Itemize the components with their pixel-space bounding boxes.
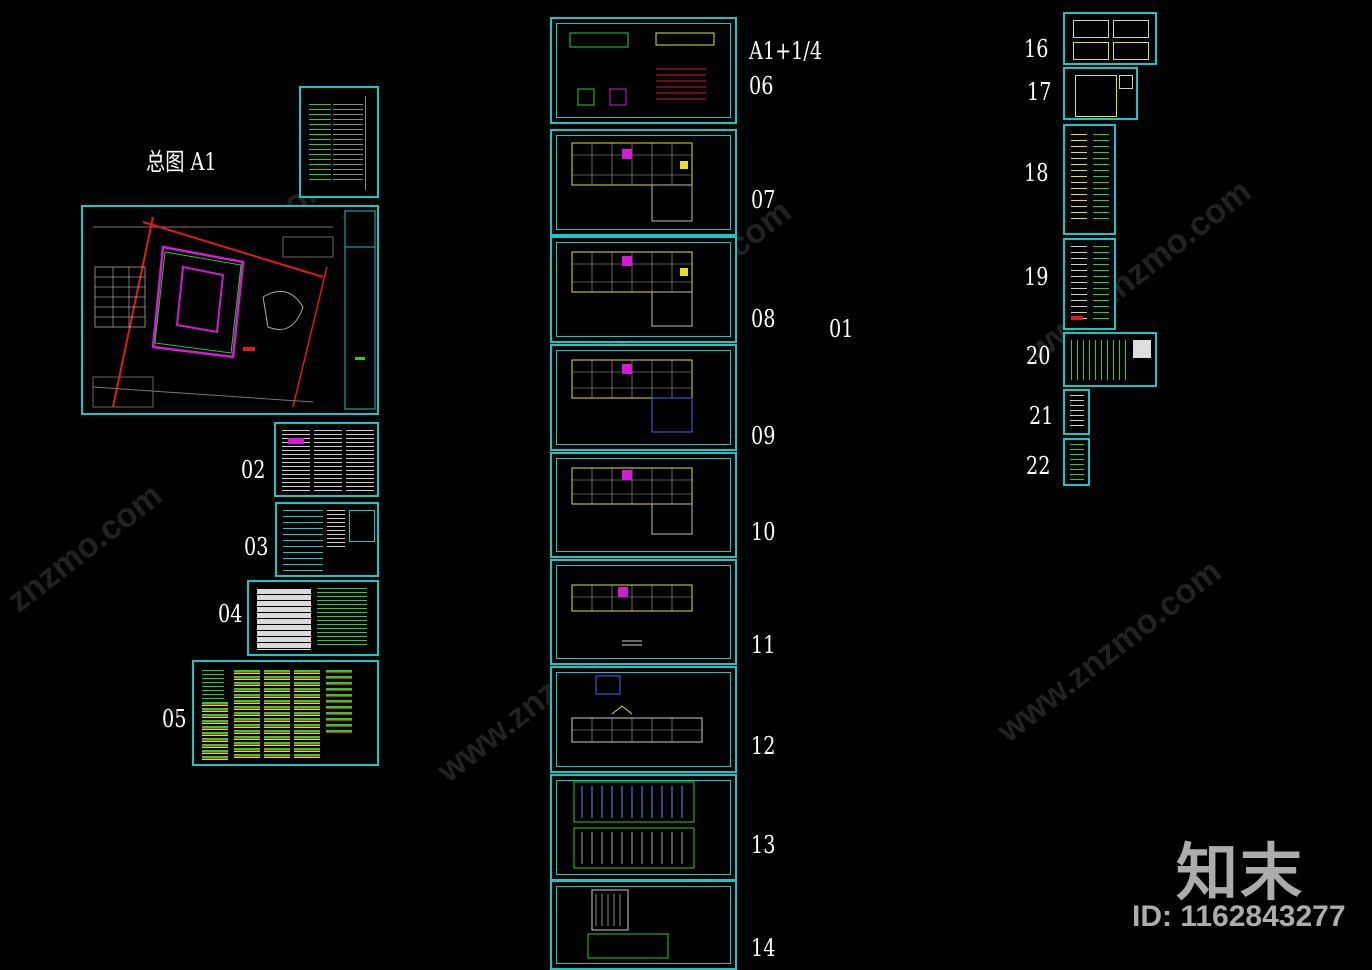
scale-label: A1+1/4 bbox=[749, 37, 823, 65]
floor-plan-drawing bbox=[571, 359, 693, 433]
sheet-14[interactable] bbox=[550, 880, 737, 970]
floor-plan-drawing bbox=[571, 467, 693, 535]
sheet-17[interactable] bbox=[1063, 67, 1138, 120]
sheet-site-plan[interactable] bbox=[81, 205, 379, 415]
brand-logo: 知末 bbox=[1176, 839, 1305, 908]
sheet-label-06: 06 bbox=[749, 72, 774, 100]
sheet-label-07: 07 bbox=[751, 186, 776, 214]
sheet-18[interactable] bbox=[1063, 124, 1116, 235]
floor-plan-drawing bbox=[571, 251, 693, 327]
sheet-label-20: 20 bbox=[1026, 342, 1051, 370]
floor-plan-drawing bbox=[571, 142, 693, 222]
roof-plan-drawing bbox=[571, 675, 703, 743]
sheet-16[interactable] bbox=[1063, 12, 1157, 65]
sheet-05[interactable] bbox=[192, 660, 379, 766]
sheet-04[interactable] bbox=[247, 580, 379, 656]
sheet-label-11: 11 bbox=[751, 631, 776, 659]
sheet-label-16: 16 bbox=[1024, 35, 1049, 63]
sheet-label-14: 14 bbox=[751, 934, 776, 962]
watermark-text: znzmo.com bbox=[0, 476, 170, 620]
sheet-label-05: 05 bbox=[162, 705, 187, 733]
elevation-drawing bbox=[573, 781, 695, 869]
watermark-text: www.znzmo.com bbox=[990, 552, 1229, 750]
brand-id: ID: 1162843277 bbox=[1132, 900, 1346, 933]
section-drawing bbox=[587, 889, 669, 959]
floor-plan-drawing bbox=[571, 584, 693, 646]
sheet-22[interactable] bbox=[1063, 438, 1090, 486]
sheet-drawing-index[interactable] bbox=[299, 86, 379, 198]
sheet-13[interactable] bbox=[550, 774, 737, 881]
sheet-label-21: 21 bbox=[1029, 402, 1054, 430]
sheet-label-22: 22 bbox=[1026, 452, 1051, 480]
sheet-label-08: 08 bbox=[751, 305, 776, 333]
sheet-label-19: 19 bbox=[1024, 263, 1049, 291]
sheet-label-10: 10 bbox=[751, 518, 776, 546]
sheet-06[interactable] bbox=[550, 17, 737, 124]
sheet-07[interactable] bbox=[550, 129, 737, 236]
sheet-06-drawing bbox=[569, 32, 715, 106]
sheet-02[interactable] bbox=[274, 422, 379, 497]
sheet-label-02: 02 bbox=[241, 456, 266, 484]
sheet-label-01: 01 bbox=[829, 315, 854, 343]
sheet-20[interactable] bbox=[1063, 332, 1157, 387]
sheet-label-17: 17 bbox=[1027, 78, 1052, 106]
sheet-12[interactable] bbox=[550, 666, 737, 773]
sheet-11[interactable] bbox=[550, 559, 737, 665]
sheet-label-09: 09 bbox=[751, 422, 776, 450]
sheet-label-13: 13 bbox=[751, 831, 776, 859]
sheet-10[interactable] bbox=[550, 452, 737, 558]
sheet-08[interactable] bbox=[550, 236, 737, 343]
sheet-19[interactable] bbox=[1063, 238, 1116, 330]
site-plan-label: 总图 A1 bbox=[146, 148, 217, 176]
sheet-03[interactable] bbox=[275, 502, 379, 577]
sheet-21[interactable] bbox=[1063, 389, 1090, 435]
sheet-label-18: 18 bbox=[1024, 159, 1049, 187]
site-plan-drawing bbox=[92, 210, 376, 410]
sheet-label-12: 12 bbox=[751, 732, 776, 760]
sheet-label-04: 04 bbox=[218, 600, 243, 628]
sheet-09[interactable] bbox=[550, 344, 737, 451]
sheet-label-03: 03 bbox=[244, 533, 269, 561]
